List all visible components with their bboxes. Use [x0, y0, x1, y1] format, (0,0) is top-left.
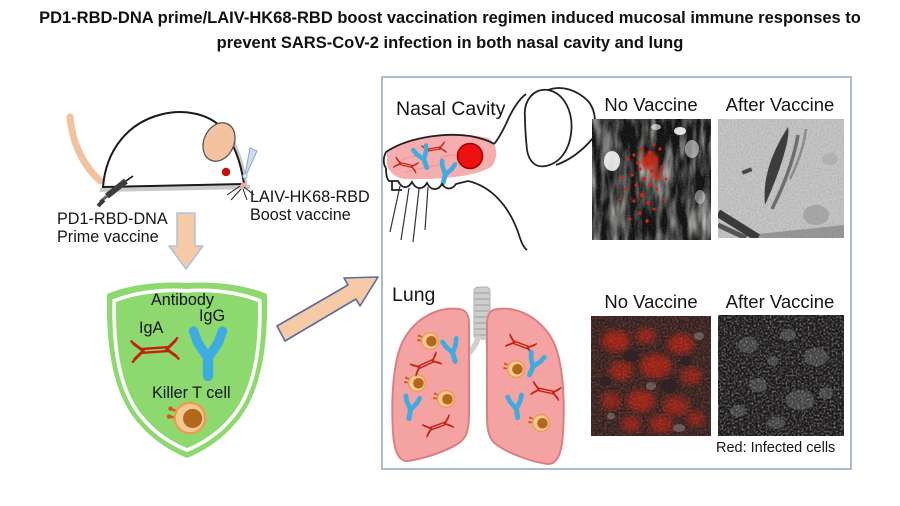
- bright-tissue: [604, 124, 705, 204]
- mouse-ground-shadow: [99, 185, 251, 192]
- trachea-ridges: [475, 292, 489, 336]
- nasal-dropper-icon: [242, 147, 258, 181]
- prime-vaccine-line1: PD1-RBD-DNA: [57, 210, 168, 228]
- micrograph-nasal-no-vaccine: [592, 119, 711, 240]
- iga-label: IgA: [139, 319, 164, 337]
- igg-label: IgG: [199, 307, 226, 325]
- nasal-after-vaccine-label: After Vaccine: [725, 94, 835, 115]
- prime-vaccine-line2: Prime vaccine: [57, 228, 159, 247]
- mouse-whiskers: [226, 185, 255, 201]
- prime-vaccine-label: PD1-RBD-DNA Prime vaccine: [57, 210, 168, 246]
- mouse-tail: [66, 113, 104, 185]
- nasal-no-vaccine-label: No Vaccine: [604, 94, 698, 115]
- lung-title: Lung: [392, 284, 436, 306]
- head-back-outline: [547, 87, 596, 166]
- lung-left-lobe: [391, 307, 470, 463]
- mouse-eye: [221, 167, 231, 177]
- lung-no-vaccine-label: No Vaccine: [604, 291, 698, 312]
- shield-icon: [106, 282, 268, 458]
- down-arrow: [168, 212, 204, 270]
- nasal-cavity-title: Nasal Cavity: [396, 98, 506, 120]
- lung-right-lobe: [486, 307, 565, 466]
- mouse-ear: [202, 122, 236, 162]
- boost-vaccine-line1: LAIV-HK68-RBD: [250, 188, 370, 206]
- micrograph-lung-no-vaccine: [591, 316, 711, 436]
- red-infected-cells-legend: Red: Infected cells: [716, 440, 836, 456]
- mouse-illustration: [66, 111, 258, 208]
- shield-inner-line: [112, 288, 262, 453]
- micrograph-lung-after-vaccine: [718, 315, 844, 436]
- gray-patches: [607, 332, 704, 432]
- figure-title: PD1-RBD-DNA prime/LAIV-HK68-RBD boost va…: [39, 9, 861, 52]
- mouse-ear-sketch: [523, 88, 573, 168]
- whiskers-sketch: [389, 185, 429, 243]
- killer-t-cell-label: Killer T cell: [152, 384, 231, 402]
- micrograph-nasal-after-vaccine: [718, 119, 844, 238]
- infection-site-dot: [456, 142, 484, 170]
- lung-after-vaccine-label: After Vaccine: [725, 291, 835, 312]
- lungs-illustration: [391, 286, 565, 466]
- nasal-head-illustration: [382, 87, 596, 251]
- antibody-label: Antibody: [151, 291, 214, 309]
- mouse-nose: [240, 182, 247, 189]
- boost-vaccine-label: LAIV-HK68-RBD Boost vaccine: [250, 188, 370, 224]
- head-outline: [382, 93, 528, 251]
- syringe-icon: [96, 175, 134, 208]
- dark-alveoli: [600, 350, 692, 393]
- boost-vaccine-line2: Boost vaccine: [250, 206, 351, 225]
- tissue-structures: [718, 127, 844, 238]
- right-arrow: [276, 276, 379, 342]
- infected-cells-red: [618, 143, 668, 223]
